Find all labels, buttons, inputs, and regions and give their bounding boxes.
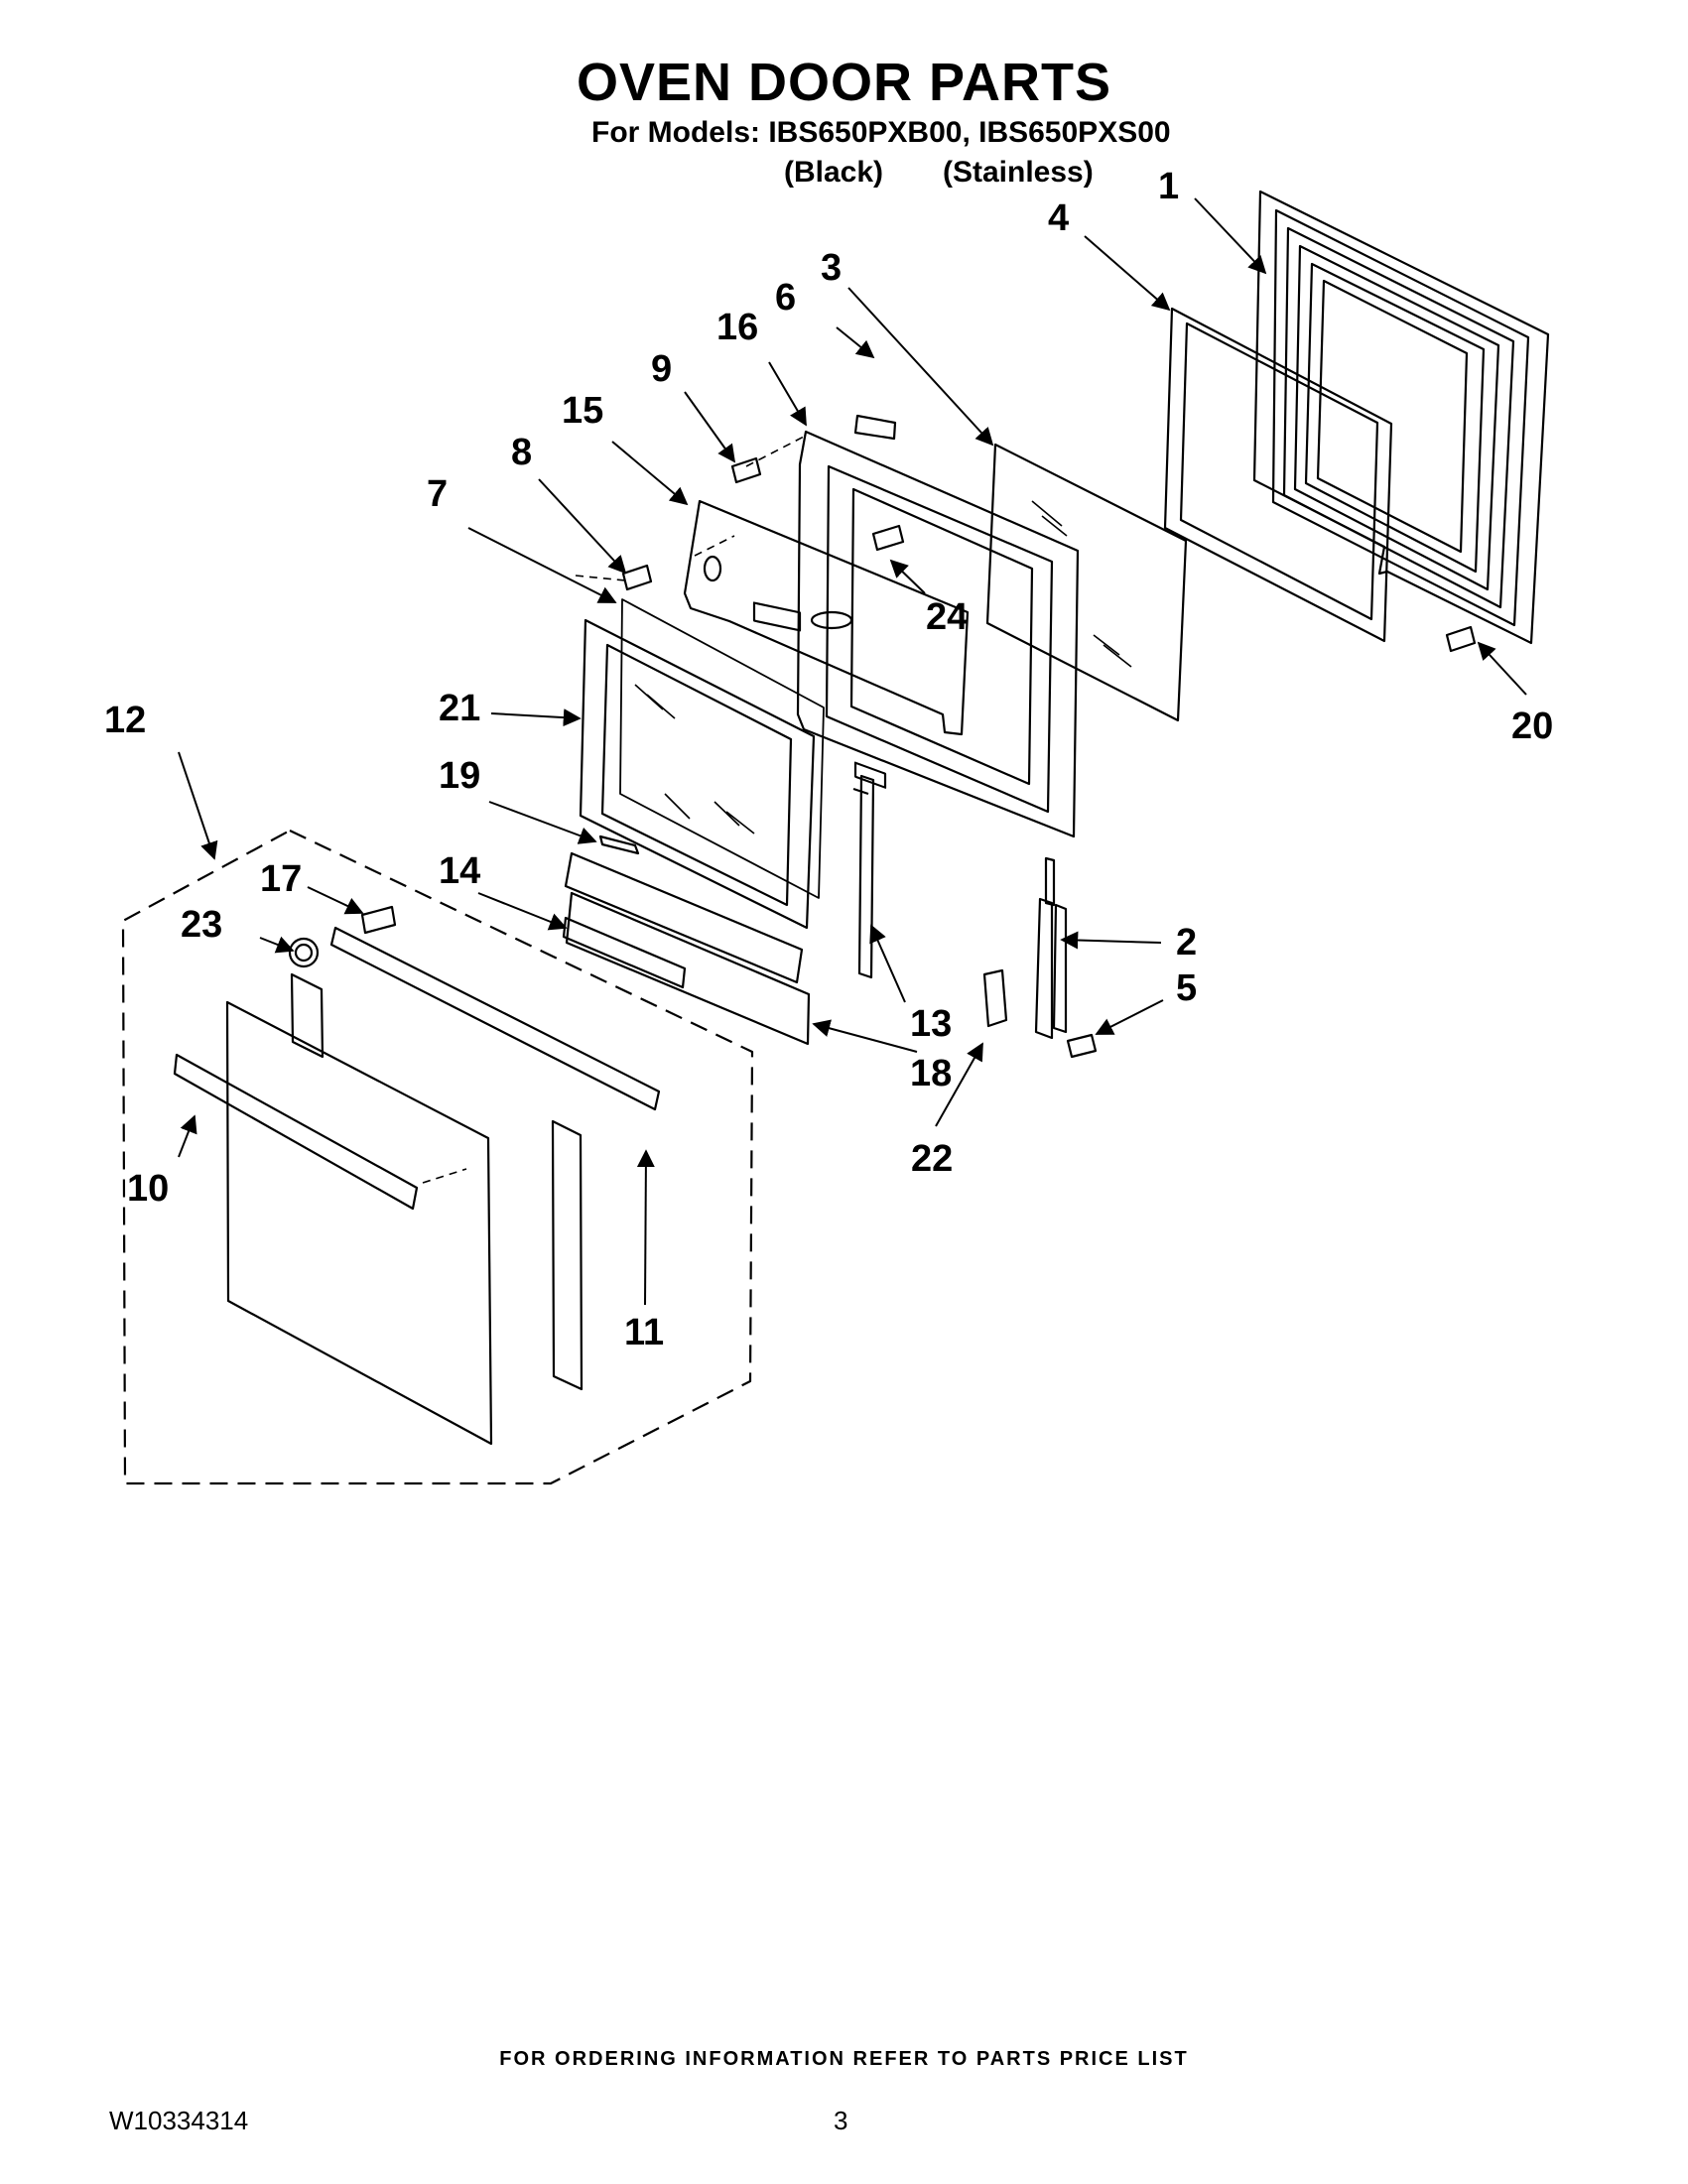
callout-10: 10 [127,1168,169,1210]
callout-1: 1 [1158,166,1179,207]
callout-17: 17 [260,858,302,900]
screw-part [288,456,1477,1059]
callout-3: 3 [821,247,842,289]
hinge-part [1034,856,1068,1040]
block-part [853,414,897,441]
callout-16: 16 [716,307,758,348]
callout-20: 20 [1511,706,1553,747]
callout-labels: 1 2 3 4 5 6 7 8 9 10 11 12 13 14 15 16 1… [104,166,1553,1353]
door-trim-part [1163,307,1393,643]
vertical-bracket-part [852,774,875,979]
callout-7: 7 [427,473,448,515]
inner-door-panel-part [796,430,1080,838]
vent-channel-part [562,835,811,1046]
outer-door-assembly-outline [121,829,754,1485]
outer-door-panel [225,1000,493,1446]
bracket-panel-part [683,499,970,736]
callout-2: 2 [1176,922,1197,964]
ordering-note: FOR ORDERING INFORMATION REFER TO PARTS … [499,2048,1189,2070]
callout-9: 9 [651,348,672,390]
handle-part [173,1053,419,1211]
door-side-strip [551,1119,584,1391]
callout-8: 8 [511,432,532,473]
models-line: For Models: IBS650PXB00, IBS650PXS00 [591,116,1171,149]
page-number: 3 [834,2106,848,2135]
callout-21: 21 [439,688,480,729]
hinge-clip-part [982,968,1008,1028]
callout-19: 19 [439,755,480,797]
callout-15: 15 [562,390,603,432]
inner-glass-part [985,443,1188,722]
door-frame-part [1252,190,1550,645]
callout-23: 23 [181,904,222,946]
page-title: OVEN DOOR PARTS [576,53,1112,112]
outer-glass-part [579,598,825,930]
finish-black-label: (Black) [784,156,884,189]
callout-22: 22 [911,1138,953,1180]
door-side-strip [290,972,325,1059]
callout-6: 6 [775,277,796,319]
leader-arrows [178,197,1527,1306]
callout-14: 14 [439,850,480,892]
callout-18: 18 [910,1053,952,1094]
alignment-guide [422,436,805,1184]
callout-13: 13 [910,1003,952,1045]
callout-11: 11 [624,1312,664,1353]
callout-12: 12 [104,700,146,741]
callout-24: 24 [926,596,968,638]
rail-part [329,926,661,1111]
callout-5: 5 [1176,967,1197,1009]
document-number: W10334314 [109,2106,249,2135]
callout-4: 4 [1048,197,1069,239]
finish-stainless-label: (Stainless) [943,156,1094,189]
